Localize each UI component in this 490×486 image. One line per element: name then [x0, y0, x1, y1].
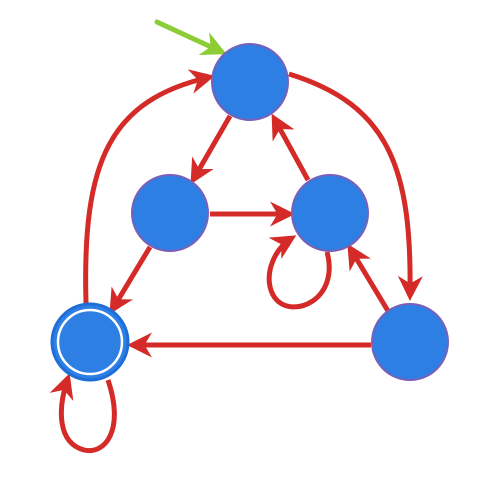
transition-middle-left-to-bottom-left [109, 245, 153, 315]
transition-top-to-middle-left [190, 114, 233, 185]
state-bottom-right[interactable] [371, 303, 449, 381]
transition-middle-right-self-loop [266, 235, 332, 310]
transition-middle-right-to-top [271, 113, 311, 182]
initial-arrow [154, 19, 227, 55]
state-top[interactable] [211, 43, 289, 121]
accepting-inner-ring [56, 308, 124, 376]
state-middle-right[interactable] [291, 174, 369, 252]
transition-bottom-right-to-middle-right [347, 243, 391, 313]
states-layer [50, 43, 449, 382]
state-bottom-left-accepting[interactable] [50, 302, 130, 382]
transition-bottom-left-to-top [83, 69, 215, 304]
transitions-layer [49, 19, 423, 454]
state-middle-left[interactable] [131, 174, 209, 252]
transition-top-to-bottom-right [288, 71, 423, 301]
transition-bottom-left-self-loop [49, 373, 117, 454]
